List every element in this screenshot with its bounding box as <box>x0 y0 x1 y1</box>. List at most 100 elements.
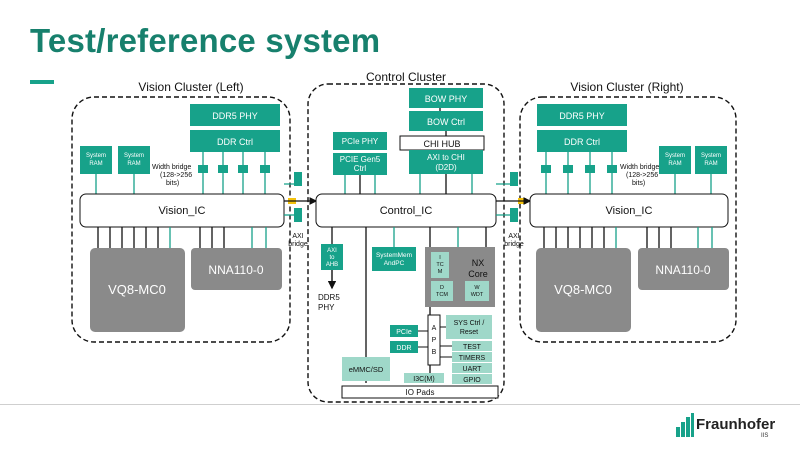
footer-divider <box>0 404 800 405</box>
left-width-bridge-l2: (128->256 <box>160 172 192 179</box>
left-width-bridge-l1: Width bridge <box>152 164 191 171</box>
right-system-ram-1-l2: RAM <box>668 161 681 167</box>
left-ddr-connectors <box>202 152 266 194</box>
right-bridge-label: bridge <box>504 241 524 248</box>
title-accent-bar <box>30 80 54 84</box>
right-system-ram-1 <box>659 146 691 174</box>
i3c-label: I3C(M) <box>413 376 434 383</box>
emmc-block <box>342 357 390 381</box>
right-ddr5-phy-label: DDR5 PHY <box>559 111 605 121</box>
control-ic-block <box>315 193 497 228</box>
axi-to-ahb-block <box>321 244 343 270</box>
logo-name: Fraunhofer <box>696 416 776 433</box>
ddr-small-block <box>390 341 418 353</box>
left-system-ram-2-l2: RAM <box>127 161 140 167</box>
axi-to-ahb-l1: AXI <box>327 248 337 254</box>
left-cluster-outline <box>71 96 291 343</box>
wdt-l2: WDT <box>471 292 484 298</box>
apb-bus <box>427 314 441 366</box>
right-width-bridge-l3: bits) <box>632 180 645 187</box>
pcie-gen5-block <box>333 153 387 175</box>
right-axi-label: AXI <box>508 233 519 240</box>
apb-b: B <box>432 349 437 356</box>
apb-p: P <box>432 337 437 344</box>
right-vision-ic-block <box>529 193 729 228</box>
pcie-gen5-l1: PCIE Gen5 <box>340 155 381 164</box>
axi-to-ahb-l2: to <box>329 255 335 261</box>
right-cluster-label: Vision Cluster (Right) <box>570 80 683 94</box>
nx-core-l2: Core <box>468 269 488 279</box>
axi-to-chi-l2: (D2D) <box>435 163 457 172</box>
left-system-ram-2 <box>118 146 150 174</box>
wdt-l1: W <box>474 285 480 291</box>
right-system-ram-2-l2: RAM <box>704 161 717 167</box>
control-ic-label: Control_IC <box>380 205 433 217</box>
control-lower-teal <box>393 227 459 247</box>
system-diagram: Vision Cluster (Left) Control Cluster Vi… <box>71 70 737 403</box>
right-system-ram-1-l1: System <box>665 153 685 159</box>
left-bridge-label: bridge <box>288 241 308 248</box>
itcm-l1: I <box>439 255 441 261</box>
axi-to-ahb-l3: AHB <box>326 262 338 268</box>
axi-to-chi-l1: AXI to CHI <box>427 153 465 162</box>
left-width-bridge-l3: bits) <box>166 180 179 187</box>
pcie-small-block <box>390 325 418 337</box>
right-teal-connectors <box>615 227 713 248</box>
logo-sub: IIS <box>761 433 769 439</box>
left-ddr-ctrl-block <box>190 130 280 152</box>
ddr5-phy-out-l1: DDR5 <box>318 293 340 302</box>
gpio-block <box>452 374 492 384</box>
right-ddr-connectors <box>545 152 712 194</box>
fraunhofer-logo-icon <box>676 413 694 437</box>
chi-hub-label: CHI HUB <box>423 139 460 149</box>
right-system-ram-2-l1: System <box>701 153 721 159</box>
right-system-ram-2 <box>695 146 727 174</box>
right-vq8-block <box>536 248 631 332</box>
dtcm-l2: TCM <box>436 292 448 298</box>
test-block <box>452 341 492 351</box>
sys-ctrl-block <box>446 315 492 339</box>
right-vq8-connectors <box>543 227 672 248</box>
apb-peripheral-links <box>418 326 452 358</box>
left-system-ram-1-l1: System <box>86 153 106 159</box>
left-teal-connectors <box>169 227 267 248</box>
left-vq8-label: VQ8-MC0 <box>108 282 166 297</box>
uart-block <box>452 363 492 373</box>
pcie-gen5-l2: Ctrl <box>354 164 367 173</box>
right-ddr-ctrl-label: DDR Ctrl <box>564 137 600 147</box>
left-axi-label: AXI <box>292 233 303 240</box>
test-label: TEST <box>463 344 482 351</box>
left-ram-connectors <box>95 174 135 194</box>
page-title: Test/reference system <box>30 22 381 59</box>
left-cluster-label: Vision Cluster (Left) <box>138 80 243 94</box>
left-system-ram-1-l2: RAM <box>89 161 102 167</box>
timers-label: TIMERS <box>459 355 486 362</box>
right-ddr5-phy-block <box>537 104 627 126</box>
left-ddr5-phy-label: DDR5 PHY <box>212 111 258 121</box>
dtcm-l1: D <box>440 285 444 291</box>
left-nna-label: NNA110-0 <box>208 263 263 277</box>
itcm-l2: TC <box>436 262 443 268</box>
right-vision-ic-label: Vision_IC <box>606 205 653 217</box>
right-bridge-squares <box>541 165 617 173</box>
left-system-ram-1 <box>80 146 112 174</box>
io-pads-block <box>341 385 499 399</box>
left-ddr-ctrl-label: DDR Ctrl <box>217 137 253 147</box>
right-width-bridge-l1: Width bridge <box>620 164 659 171</box>
bow-ctrl-block <box>409 111 483 131</box>
uart-label: UART <box>463 366 483 373</box>
left-vision-ic-block <box>79 193 285 228</box>
left-vq8-block <box>90 248 185 332</box>
ddr-small-label: DDR <box>396 345 411 352</box>
left-vq8-connectors <box>97 227 225 248</box>
itcm-l3: M <box>438 269 443 275</box>
sysmem-block <box>372 247 416 271</box>
timers-block <box>452 352 492 362</box>
right-ddr-ctrl-block <box>537 130 627 152</box>
bridge-teal-links <box>284 172 515 216</box>
itcm-block <box>431 252 449 278</box>
sysmem-l2: AndPC <box>384 260 405 267</box>
left-ddr5-phy-block <box>190 104 280 126</box>
control-teal-top <box>344 174 473 195</box>
left-nna-block <box>191 248 282 290</box>
